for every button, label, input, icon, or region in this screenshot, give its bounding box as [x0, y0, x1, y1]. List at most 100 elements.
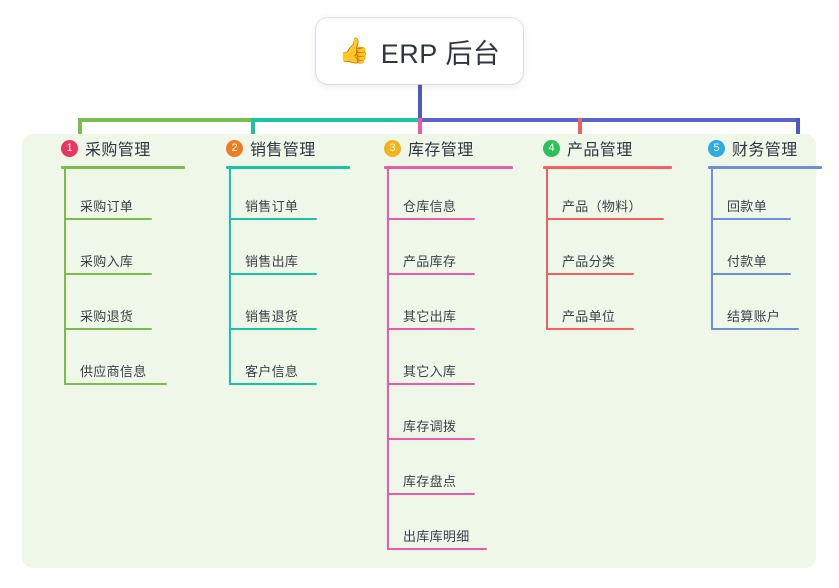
- root-node-card[interactable]: 👍 ERP 后台: [316, 18, 523, 84]
- leaf-rule: [546, 218, 664, 220]
- leaf-item[interactable]: 采购入库: [47, 224, 207, 279]
- leaf-item[interactable]: 其它出库: [370, 279, 535, 334]
- leaf-label: 结算账户: [727, 309, 781, 324]
- column-label-5: 财务管理: [732, 142, 798, 159]
- column-badge-2: 2: [226, 139, 243, 157]
- leaf-item[interactable]: 销售订单: [212, 169, 372, 224]
- column-4: 4 产品管理产品（物料） 产品分类产品单位: [529, 134, 694, 334]
- leaf-rule: [229, 273, 317, 275]
- column-5: 5 财务管理回款单付款单结算账户: [694, 134, 839, 334]
- leaf-rule: [64, 218, 152, 220]
- column-header-1[interactable]: 1 采购管理: [47, 134, 207, 162]
- leaf-label: 供应商信息: [80, 364, 147, 379]
- leaf-spine-3: [387, 169, 389, 550]
- leaf-label: 采购退货: [80, 309, 134, 324]
- leaf-item[interactable]: 销售出库: [212, 224, 372, 279]
- leaf-label: 销售退货: [245, 309, 299, 324]
- leaf-item[interactable]: 采购订单: [47, 169, 207, 224]
- leaf-list-4: 产品（物料） 产品分类产品单位: [529, 169, 694, 334]
- leaf-rule: [387, 218, 475, 220]
- leaf-label: 采购入库: [80, 254, 134, 269]
- leaf-rule: [546, 328, 634, 330]
- leaf-rule: [546, 273, 634, 275]
- leaf-item[interactable]: 采购退货: [47, 279, 207, 334]
- leaf-label: 产品库存: [403, 254, 457, 269]
- leaf-list-2: 销售订单销售出库销售退货客户信息: [212, 169, 372, 389]
- leaf-label: 销售订单: [245, 199, 299, 214]
- leaf-item[interactable]: 产品库存: [370, 224, 535, 279]
- leaf-item[interactable]: 产品单位: [529, 279, 694, 334]
- leaf-label: 产品（物料）: [562, 199, 642, 214]
- column-badge-3: 3: [384, 139, 401, 157]
- column-header-4[interactable]: 4 产品管理: [529, 134, 694, 162]
- leaf-rule: [387, 383, 475, 385]
- leaf-rule: [64, 273, 152, 275]
- leaf-rule: [387, 493, 475, 495]
- leaf-label: 产品分类: [562, 254, 616, 269]
- column-1: 1 采购管理采购订单采购入库采购退货供应商信息: [47, 134, 207, 389]
- leaf-item[interactable]: 回款单: [694, 169, 839, 224]
- leaf-rule: [387, 328, 475, 330]
- leaf-label: 其它入库: [403, 364, 457, 379]
- leaf-spine-5: [711, 169, 713, 330]
- leaf-spine-1: [64, 169, 66, 385]
- leaf-rule: [229, 328, 317, 330]
- column-underline-1: [61, 166, 185, 169]
- root-node-content: 👍 ERP 后台: [339, 32, 501, 71]
- column-badge-4: 4: [543, 139, 560, 157]
- leaf-item[interactable]: 库存调拨: [370, 389, 535, 444]
- column-header-3[interactable]: 3 库存管理: [370, 134, 535, 162]
- column-underline-4: [543, 166, 672, 169]
- leaf-label: 回款单: [727, 199, 767, 214]
- column-3: 3 库存管理仓库信息产品库存其它出库其它入库库存调拨库存盘点出库库明细: [370, 134, 535, 554]
- leaf-label: 库存盘点: [403, 474, 457, 489]
- leaf-rule: [387, 273, 475, 275]
- page-title: ERP 后台: [380, 38, 501, 69]
- leaf-list-1: 采购订单采购入库采购退货供应商信息: [47, 169, 207, 389]
- leaf-label: 出库库明细: [403, 529, 470, 544]
- leaf-label: 仓库信息: [403, 199, 457, 214]
- leaf-rule: [711, 218, 791, 220]
- leaf-rule: [64, 328, 152, 330]
- leaf-rule: [387, 438, 475, 440]
- column-badge-5: 5: [708, 139, 725, 157]
- leaf-item[interactable]: 付款单: [694, 224, 839, 279]
- leaf-list-3: 仓库信息产品库存其它出库其它入库库存调拨库存盘点出库库明细: [370, 169, 535, 554]
- leaf-spine-4: [546, 169, 548, 330]
- leaf-label: 付款单: [727, 254, 767, 269]
- leaf-item[interactable]: 产品（物料）: [529, 169, 694, 224]
- leaf-label: 产品单位: [562, 309, 616, 324]
- leaf-item[interactable]: 库存盘点: [370, 444, 535, 499]
- leaf-rule: [387, 548, 487, 550]
- leaf-label: 其它出库: [403, 309, 457, 324]
- leaf-item[interactable]: 供应商信息: [47, 334, 207, 389]
- column-underline-3: [384, 166, 513, 169]
- column-underline-2: [226, 166, 350, 169]
- leaf-rule: [64, 383, 167, 385]
- leaf-label: 库存调拨: [403, 419, 457, 434]
- leaf-item[interactable]: 出库库明细: [370, 499, 535, 554]
- column-underline-5: [708, 166, 822, 169]
- leaf-item[interactable]: 产品分类: [529, 224, 694, 279]
- leaf-rule: [711, 273, 791, 275]
- column-label-3: 库存管理: [408, 142, 474, 159]
- column-label-1: 采购管理: [85, 142, 151, 159]
- thumbs-up-icon: 👍: [338, 36, 370, 65]
- leaf-rule: [229, 383, 317, 385]
- column-label-4: 产品管理: [567, 142, 633, 159]
- leaf-label: 采购订单: [80, 199, 134, 214]
- leaf-item[interactable]: 结算账户: [694, 279, 839, 334]
- leaf-spine-2: [229, 169, 231, 385]
- column-header-5[interactable]: 5 财务管理: [694, 134, 839, 162]
- leaf-item[interactable]: 其它入库: [370, 334, 535, 389]
- leaf-item[interactable]: 客户信息: [212, 334, 372, 389]
- leaf-rule: [711, 328, 799, 330]
- column-badge-1: 1: [61, 139, 78, 157]
- leaf-rule: [229, 218, 317, 220]
- leaf-item[interactable]: 仓库信息: [370, 169, 535, 224]
- leaf-item[interactable]: 销售退货: [212, 279, 372, 334]
